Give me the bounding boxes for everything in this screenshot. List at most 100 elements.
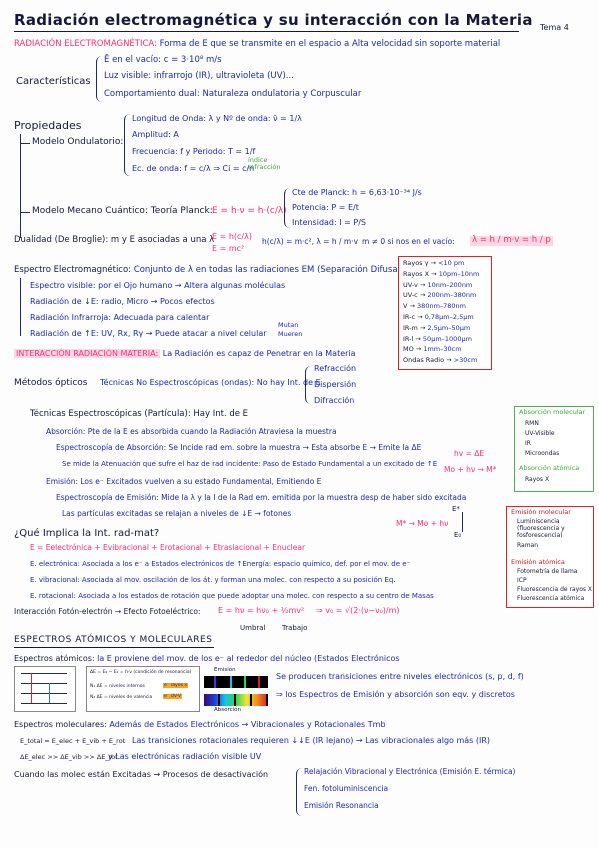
spectrum-range-value: 1mm–30cm: [423, 345, 462, 354]
e-electronica: E. electrónica: Asociada a los e⁻ a Esta…: [30, 560, 411, 568]
interaccion-label: INTERACCIÓN RADIACIÓN MATERIA:: [14, 349, 161, 358]
fenomenos-brace: [305, 366, 312, 404]
spectrum-range-name: UV-c: [403, 291, 418, 300]
spectrum-range-value: >30cm: [453, 356, 478, 365]
definition-label: RADIACIÓN ELECTROMAGNÉTICA:: [14, 39, 157, 49]
transic-rot: Las transiciones rotacionales requieren …: [132, 736, 491, 745]
esp-absorcion: Espectroscopía de Absorción: Se Incide r…: [56, 443, 422, 452]
espectros-section-title: ESPECTROS ATÓMICOS Y MOLECULARES: [14, 635, 213, 645]
proceso: Relajación Vibracional y Electrónica (Em…: [304, 767, 516, 776]
spectrum-range-name: UV-v: [403, 280, 418, 289]
spectrum-range-row: Rayos X → 10pm–10nm: [403, 269, 480, 278]
foto-label: Interacción Fotón-electrón → Efecto Foto…: [14, 607, 201, 616]
arrow-icon: →: [429, 269, 439, 278]
planck-formula: E = h·ν = h·(c/λ): [212, 206, 287, 216]
spectrum-range-row: MO → 1mm–30cm: [403, 346, 462, 353]
abs-box-item: IR: [525, 440, 531, 447]
emision: Emisión: Los e⁻ Excitados vuelven a su e…: [46, 477, 322, 486]
spectrum-range-row: UV-c → 200nm–380nm: [403, 292, 476, 299]
celular-note-2: Mueren: [278, 330, 303, 338]
mecanocuantico-item: Potencia: P = E/t: [292, 203, 359, 212]
ondulatorio-item: Ec. de onda: f = c/λ ⇒ Ci = c/n: [132, 164, 255, 173]
resonance-diagram: ΔE = E₂ − E₁ = h·ν (condición de resonan…: [86, 666, 200, 712]
trabajo-label: Trabajo: [282, 624, 308, 632]
mini-line2: N₁ ΔE = niveles internos: [90, 684, 145, 689]
em-box-item2: Fluorescencia de rayos X: [517, 586, 593, 593]
em-box-title: Emisión molecular: [511, 508, 571, 516]
hv-eq: hv = ΔE: [454, 449, 485, 458]
emision-box: Emisión molecular Luminiscencia (fluores…: [506, 506, 594, 608]
espectro-item: Radiación Infrarroja: Adecuada para cale…: [30, 313, 210, 322]
absorcion-tag: Absorción: [214, 707, 242, 713]
em-box-item: Luminiscencia (fluorescencia y fosforesc…: [517, 518, 565, 539]
em-box-item: Raman: [517, 542, 539, 549]
spectrum-range-value: 10pm–10nm: [438, 269, 480, 278]
no-espectro: Técnicas No Espectroscópicas (ondas): No…: [100, 378, 321, 387]
relax-eq: M* → Mo + hν: [396, 519, 449, 528]
level-line: [462, 512, 463, 532]
absorption-spectrum: [204, 694, 268, 706]
spectrum-range-row: IR-m → 2,5μm–50μm: [403, 323, 471, 332]
ondulatorio-arrow: [20, 143, 30, 144]
arrow-icon: →: [417, 280, 428, 289]
dualidad-label: Dualidad (De Broglie): m y E asociadas a…: [14, 235, 215, 245]
spectrum-range-row: UV-v → 10nm–200nm: [403, 280, 473, 289]
dualidad-formula5: λ = h / m·v = h / p: [470, 235, 553, 246]
mecanocuantico-arrow: [20, 212, 30, 213]
spectrum-range-name: Rayos X: [403, 269, 430, 278]
moleculares-block: Espectros moleculares: Además de Estados…: [14, 720, 386, 729]
e-rotacional: E. rotacional: Asociada a los estados de…: [30, 592, 434, 600]
mini-tag2: e⁻ UV-V: [163, 694, 183, 700]
emision-tag: Emisión: [214, 667, 236, 673]
atomicos-text: la E proviene del mov. de los e⁻ al rede…: [97, 654, 400, 663]
mecanocuantico-label: Modelo Mecano Cuántico: Teoría Planck:: [32, 206, 213, 216]
arrow-icon: →: [444, 356, 454, 365]
e-vibracional: E. vibracional: Asociada al mov. oscilac…: [30, 576, 396, 584]
spectrum-range-name: IR-m: [403, 323, 418, 332]
delta: ΔE_elec >> ΔE_vib >> ΔE_rot: [20, 753, 118, 761]
atomicos-label: Espectros atómicos:: [14, 654, 95, 663]
dualidad-formula4: m ≠ 0 si nos en el vacío:: [362, 237, 455, 246]
proceso: Fen. fotoluminiscencia: [304, 784, 389, 793]
espectro-trunk: [20, 278, 21, 336]
abs-box-item: UV-Visible: [525, 430, 555, 437]
abs-box-item: Microondas: [525, 450, 560, 457]
arrow-icon: →: [417, 323, 428, 332]
energy-level-diagram: [14, 666, 76, 712]
spectrum-range-value: <10 pm: [438, 259, 465, 267]
spectrum-range-value: 10nm–200nm: [427, 280, 473, 289]
em-box-item2: Fotometría de llama: [517, 568, 578, 575]
spectrum-range-name: MO: [403, 345, 414, 354]
spectrum-range-value: 50μm–1000μm: [422, 334, 472, 343]
spectrum-range-row: IR-l → 50μm–1000μm: [403, 334, 472, 343]
espectro-item: Radiación de ↑E: UV, Rx, Rγ → Puede atac…: [30, 329, 267, 338]
indice-note: índice refracción: [248, 156, 281, 172]
definition-block: RADIACIÓN ELECTROMAGNÉTICA: Forma de E q…: [14, 39, 500, 50]
esp-emision: Espectroscopía de Emisión: Mide la λ y l…: [56, 493, 467, 502]
foto-v: ⇒ v₀ = √(2·(ν−ν₀)/m): [316, 606, 400, 615]
em-box-item2: ICP: [517, 577, 527, 584]
dualidad-formula3: h(c/λ) = m·c², λ = h / m·v: [262, 237, 359, 246]
procesos-brace: [296, 768, 303, 816]
emission-spectrum: [204, 676, 268, 688]
arrow-icon: →: [415, 313, 425, 321]
mini-line3: N₂ ΔE = niveles de valencia: [90, 695, 153, 700]
arrow-icon: →: [413, 345, 424, 354]
espectro-item: Espectro visible: por el Ojo humano → Al…: [30, 281, 286, 290]
em-box-title2: Emisión atómica: [511, 558, 565, 566]
ondulatorio-item: Longitud de Onda: λ y Nº de onda: ν̄ = 1…: [132, 114, 302, 123]
spectrum-range-value: 2,5μm–50μm: [427, 323, 471, 332]
dualidad-formula2: E = mc²: [212, 244, 245, 253]
atenuacion: Se mide la Atenuación que sufre el haz d…: [62, 460, 438, 468]
spectrum-range-row: IR-c → 0,78μm–2,5μm: [403, 313, 474, 321]
spectrum-range-name: IR-c: [403, 313, 416, 321]
implica-question: ¿Qué Implica la Int. rad-mat?: [14, 528, 160, 539]
energia-formula: E = Eelectrónica + Evibracional + Erotac…: [30, 543, 306, 552]
celular-note-1: Mutan: [278, 321, 299, 329]
metodos-opticos: Métodos ópticos: [14, 378, 88, 388]
fenomeno: Dispersión: [314, 380, 357, 389]
ondulatorio-item: Frecuencia: f y Periodo: T = 1/f: [132, 147, 256, 156]
e-star: E*: [452, 505, 460, 513]
